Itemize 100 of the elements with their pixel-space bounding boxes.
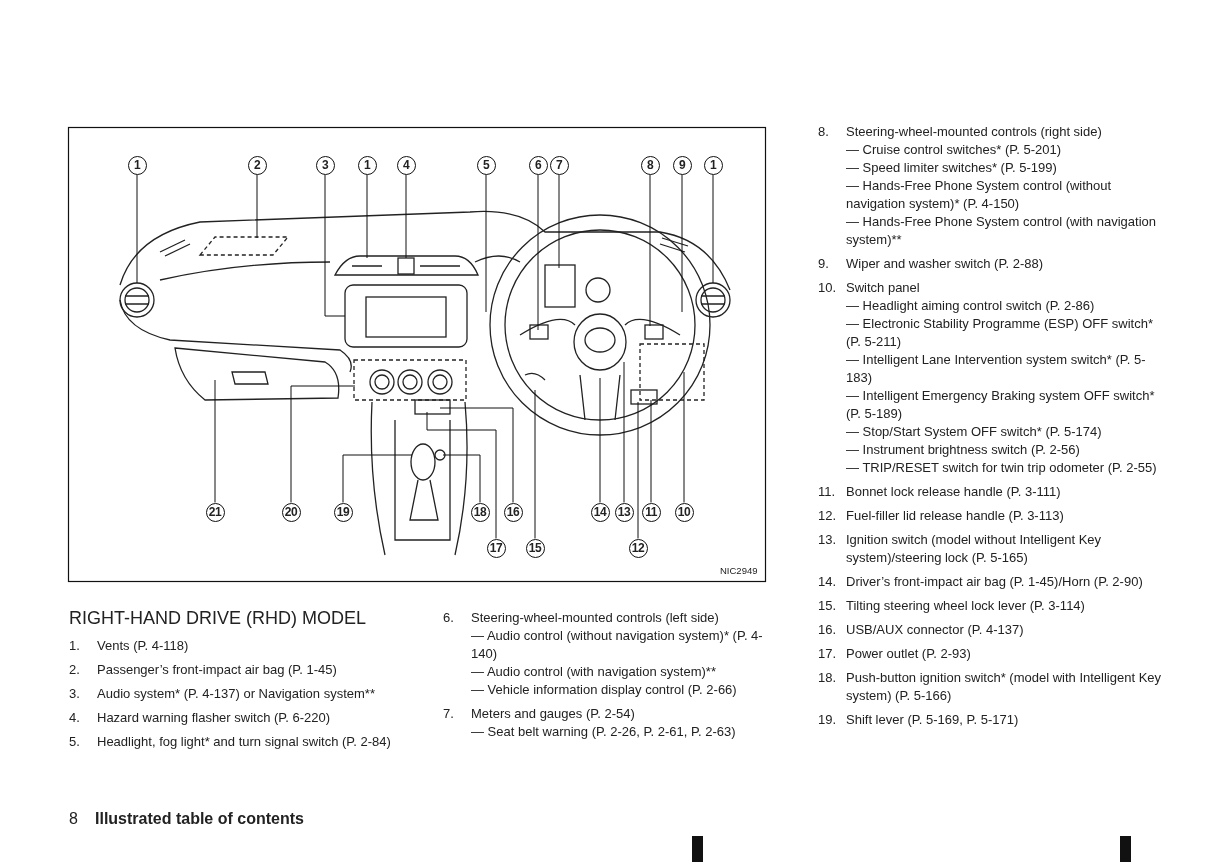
- callout-number: 11: [641, 502, 661, 522]
- list-subitem: — Hands-Free Phone System control (with navigation system)**: [846, 213, 1157, 249]
- list-subitem: — Vehicle information display control (P. 2-66): [471, 681, 738, 699]
- leader-line: [256, 174, 258, 239]
- list-item: Fuel-filler lid release handle (P. 3-113): [846, 507, 1065, 525]
- list-number: 7.: [443, 705, 454, 723]
- list-subitem: — Seat belt warning (P. 2-26, P. 2-61, P. 2-63): [471, 723, 737, 741]
- leader-line: [405, 174, 407, 259]
- callout-number: 19: [333, 502, 353, 522]
- callout-number: 12: [628, 538, 648, 558]
- callout-number: 10: [674, 502, 694, 522]
- list-item: Switch panel: [846, 279, 921, 297]
- list-item: Tilting steering wheel lock lever (P. 3-114): [846, 597, 1086, 615]
- list-subitem: — Intelligent Emergency Braking system OFF switch* (P. 5-189): [846, 387, 1156, 423]
- list-item: Driver’s front-impact air bag (P. 1-45)/Horn (P. 2-90): [846, 573, 1144, 591]
- leader-line: [649, 174, 651, 327]
- list-item: Hazard warning flasher switch (P. 6-220): [97, 709, 332, 727]
- list-item: Steering-wheel-mounted controls (right side): [846, 123, 1103, 141]
- list-number: 4.: [69, 709, 80, 727]
- leader-line: [366, 174, 368, 259]
- leader-line: [442, 454, 481, 503]
- list-number: 9.: [818, 255, 829, 273]
- callout-number: 1: [357, 155, 377, 175]
- list-item: Meters and gauges (P. 2-54): [471, 705, 636, 723]
- leader-line: [712, 174, 714, 284]
- leader-line: [683, 371, 685, 503]
- leader-line: [537, 174, 539, 331]
- leader-line: [136, 174, 138, 284]
- list-item: Vents (P. 4-118): [97, 637, 190, 655]
- callout-number: 20: [281, 502, 301, 522]
- list-item: Headlight, fog light* and turn signal switch (P. 2-84): [97, 733, 392, 751]
- list-number: 14.: [818, 573, 837, 591]
- list-subitem: — Intelligent Lane Intervention system switch* (P. 5-183): [846, 351, 1147, 387]
- list-item: Ignition switch (model without Intelligent Key system)/steering lock (P. 5-165): [846, 531, 1103, 567]
- list-item: Wiper and washer switch (P. 2-88): [846, 255, 1044, 273]
- page-number: 8: [69, 810, 78, 828]
- callout-number: 9: [672, 155, 692, 175]
- list-item: Push-button ignition switch* (model with Intelligent Key system) (P. 5-166): [846, 669, 1163, 705]
- callout-number: 17: [486, 538, 506, 558]
- list-number: 12.: [818, 507, 837, 525]
- list-item: Audio system* (P. 4-137) or Navigation system**: [97, 685, 376, 703]
- leader-line: [485, 174, 487, 313]
- leader-line: [558, 174, 560, 269]
- leader-line: [290, 385, 356, 503]
- list-item: Shift lever (P. 5-169, P. 5-171): [846, 711, 1020, 729]
- callout-number: 4: [396, 155, 416, 175]
- list-subitem: — Stop/Start System OFF switch* (P. 5-174): [846, 423, 1103, 441]
- section-heading: RIGHT-HAND DRIVE (RHD) MODEL: [69, 608, 366, 629]
- callout-number: 1: [127, 155, 147, 175]
- callout-number: 5: [476, 155, 496, 175]
- leader-line: [681, 174, 683, 313]
- list-subitem: — Instrument brightness switch (P. 2-56): [846, 441, 1081, 459]
- callout-number: 8: [640, 155, 660, 175]
- callout-number: 13: [614, 502, 634, 522]
- list-number: 2.: [69, 661, 80, 679]
- callout-number: 18: [470, 502, 490, 522]
- list-number: 17.: [818, 645, 837, 663]
- page-title: Illustrated table of contents: [95, 810, 304, 828]
- leader-line: [623, 361, 625, 503]
- list-subitem: — Audio control (with navigation system)**: [471, 663, 717, 681]
- list-item: Steering-wheel-mounted controls (left side): [471, 609, 720, 627]
- list-subitem: — Speed limiter switches* (P. 5-199): [846, 159, 1058, 177]
- callout-number: 6: [528, 155, 548, 175]
- list-subitem: — TRIP/RESET switch for twin trip odometer (P. 2-55): [846, 459, 1158, 477]
- callout-number: 16: [503, 502, 523, 522]
- list-number: 6.: [443, 609, 454, 627]
- list-number: 8.: [818, 123, 829, 141]
- list-item: Passenger’s front-impact air bag (P. 1-45): [97, 661, 338, 679]
- callout-number: 1: [703, 155, 723, 175]
- list-subitem: — Electronic Stability Programme (ESP) OFF switch* (P. 5-211): [846, 315, 1155, 351]
- leader-line: [214, 379, 216, 503]
- list-number: 1.: [69, 637, 80, 655]
- list-number: 11.: [818, 483, 836, 501]
- callout-number: 21: [205, 502, 225, 522]
- leader-line: [599, 377, 601, 503]
- figure-code: NIC2949: [720, 565, 758, 576]
- list-item: USB/AUX connector (P. 4-137): [846, 621, 1025, 639]
- list-number: 16.: [818, 621, 837, 639]
- leader-line: [650, 399, 652, 503]
- callout-number: 3: [315, 155, 335, 175]
- list-subitem: — Headlight aiming control switch (P. 2-86): [846, 297, 1096, 315]
- list-subitem: — Cruise control switches* (P. 5-201): [846, 141, 1063, 159]
- callout-number: 15: [525, 538, 545, 558]
- callout-number: 7: [549, 155, 569, 175]
- leader-line: [342, 454, 413, 503]
- leader-line: [534, 389, 536, 539]
- callout-number: 14: [590, 502, 610, 522]
- list-number: 15.: [818, 597, 837, 615]
- leader-line: [324, 174, 346, 317]
- list-number: 19.: [818, 711, 837, 729]
- leader-line: [439, 407, 514, 503]
- list-number: 5.: [69, 733, 80, 751]
- leader-line: [426, 411, 497, 539]
- leader-line: [637, 401, 639, 539]
- list-number: 18.: [818, 669, 837, 687]
- list-number: 3.: [69, 685, 80, 703]
- list-subitem: — Hands-Free Phone System control (without navigation system)* (P. 4-150): [846, 177, 1113, 213]
- list-item: Power outlet (P. 2-93): [846, 645, 972, 663]
- list-item: Bonnet lock release handle (P. 3-111): [846, 483, 1062, 501]
- callout-number: 2: [247, 155, 267, 175]
